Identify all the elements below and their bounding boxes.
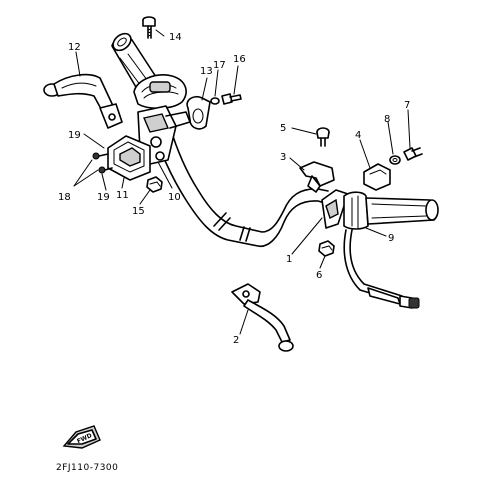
callout-2: 2 [233, 335, 239, 346]
fasteners-19-18 [92, 152, 113, 174]
right-grip-9 [365, 197, 439, 225]
leader-lines [73, 29, 411, 335]
bracket-3 [299, 161, 335, 193]
nut-6 [318, 240, 335, 257]
callout-10: 10 [168, 192, 181, 203]
callout-9: 9 [388, 233, 394, 244]
callout-11: 11 [116, 190, 129, 201]
screw-16 [221, 93, 242, 105]
lever-2 [231, 283, 294, 352]
callout-13: 13 [200, 66, 213, 77]
callouts: 14 12 13 17 16 19 18 19 11 10 15 5 3 4 8… [58, 32, 410, 346]
holder-4 [363, 163, 391, 191]
callout-19-bottom: 19 [97, 192, 110, 203]
callout-18: 18 [58, 192, 71, 203]
throttle-cable [343, 229, 420, 309]
master-cylinder [133, 74, 191, 165]
callout-16: 16 [233, 54, 246, 65]
callout-12: 12 [68, 42, 81, 53]
callout-3: 3 [280, 152, 286, 163]
callout-8: 8 [384, 114, 390, 125]
screw-14 [142, 16, 156, 39]
callout-14: 14 [169, 32, 182, 43]
fwd-arrow: FWD [62, 425, 101, 449]
nut-15 [146, 176, 163, 193]
diagram-code: 2FJ110-7300 [56, 463, 118, 473]
bolt-5 [316, 127, 330, 147]
callout-19-top: 19 [68, 130, 81, 141]
callout-1: 1 [286, 254, 292, 265]
clamp-13 [186, 95, 211, 130]
callout-17: 17 [213, 60, 226, 71]
callout-5: 5 [280, 123, 286, 134]
callout-6: 6 [316, 270, 322, 281]
switch-bracket-11 [107, 135, 151, 181]
washer-17 [210, 97, 220, 105]
handlebar [151, 119, 329, 247]
callout-4: 4 [355, 130, 361, 141]
screw-7 [403, 147, 423, 161]
callout-7: 7 [404, 100, 410, 111]
callout-15: 15 [132, 206, 145, 217]
washer-8 [389, 155, 401, 165]
throttle-housing [321, 189, 369, 230]
lever-12 [43, 73, 123, 129]
